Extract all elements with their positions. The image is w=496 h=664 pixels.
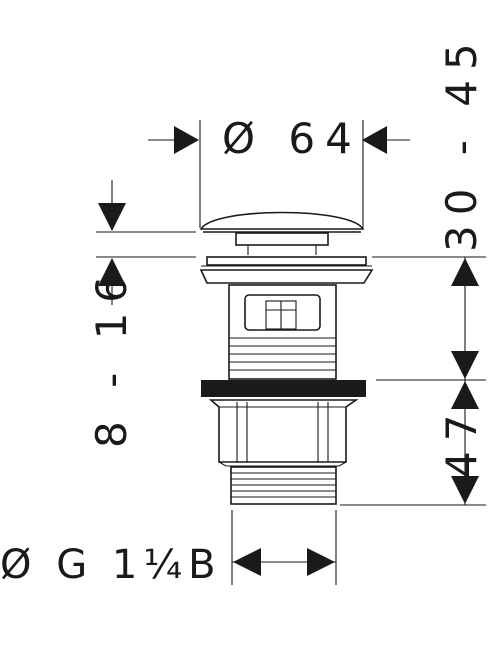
thread-dimension: Ø G 1¼B bbox=[0, 510, 337, 588]
basin-thickness-label: 8 - 16 bbox=[87, 266, 136, 448]
basin-thickness-dimension: 8 - 16 bbox=[87, 180, 196, 448]
right-dimensions: 30 - 45 47 bbox=[340, 33, 486, 506]
drain-valve bbox=[199, 211, 374, 505]
height-range-label: 30 - 45 bbox=[437, 33, 486, 252]
cap-diameter-dimension: Ø 64 bbox=[148, 114, 410, 228]
lower-height-label: 47 bbox=[437, 405, 486, 478]
cap-diameter-label: Ø 64 bbox=[222, 114, 362, 163]
thread-label: Ø G 1¼B bbox=[0, 542, 222, 588]
